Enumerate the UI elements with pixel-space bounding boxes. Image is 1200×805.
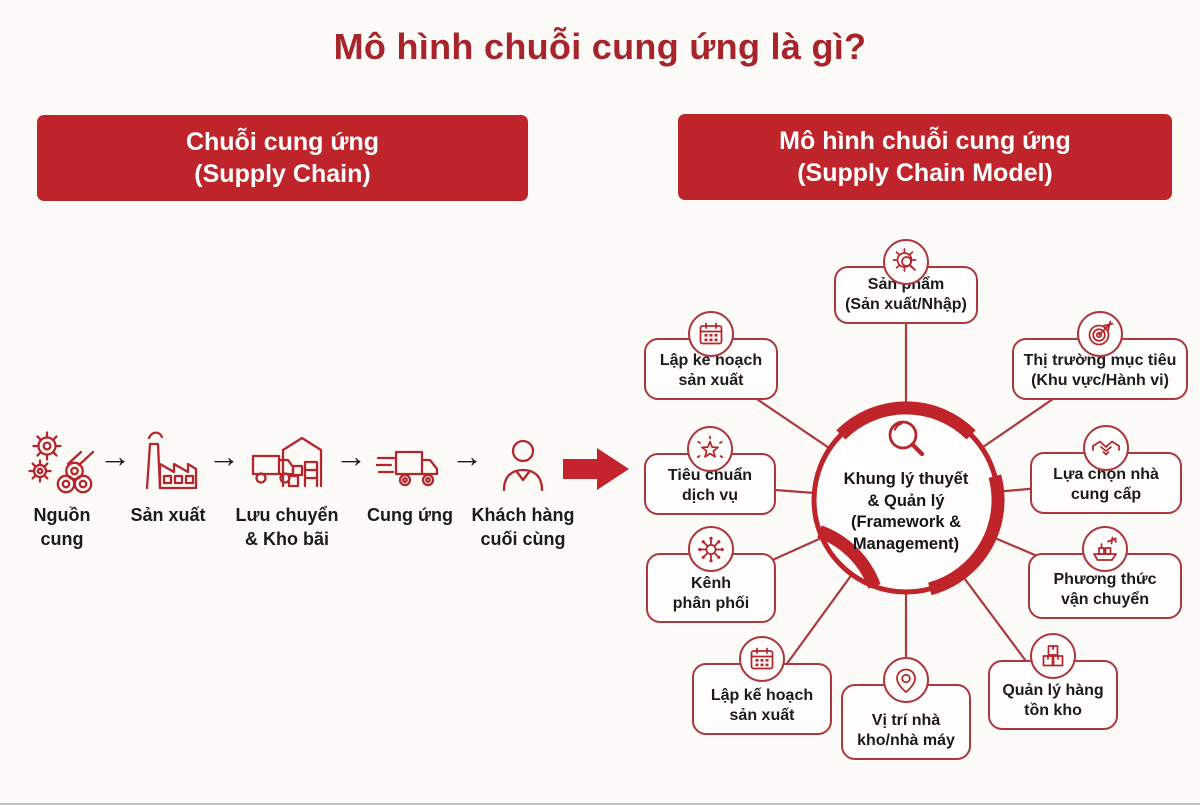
node-label: Phương thức vận chuyển <box>1053 571 1157 608</box>
flow-item-supply-source: Nguồn cung <box>0 414 124 551</box>
delivery-truck-icon <box>348 414 472 498</box>
warehouse-truck-icon <box>225 414 349 498</box>
flow-label: Sản xuất <box>130 505 206 525</box>
boxes-icon <box>1030 633 1076 679</box>
flow-item-distribution: Cung ứng <box>348 414 472 527</box>
node-distribution-channel: Kênh phân phối <box>646 526 776 623</box>
network-icon <box>688 526 734 572</box>
node-production-planning-top: Lập kế hoạch sản xuất <box>644 311 778 400</box>
node-supplier-selection: Lựa chọn nhà cung cấp <box>1030 425 1182 514</box>
node-product: Sản phẩm (Sản xuất/Nhập) <box>834 239 978 324</box>
node-label: Lập kế hoạch sản xuất <box>710 687 814 724</box>
flow-arrow-icon: → <box>335 438 367 474</box>
pin-icon <box>883 657 929 703</box>
flow-label: Lưu chuyển & Kho bãi <box>235 505 339 549</box>
banner-line: Mô hình chuỗi cung ứng <box>779 127 1071 155</box>
page-title: Mô hình chuỗi cung ứng là gì? <box>333 26 867 67</box>
hub-center-label: Khung lý thuyết & Quản lý (Framework & M… <box>843 470 969 553</box>
hub-center: Khung lý thuyết & Quản lý (Framework & M… <box>820 416 992 584</box>
node-transport-mode: Phương thức vận chuyển <box>1028 526 1182 619</box>
flow-item-manufacturing: Sản xuất <box>106 414 230 527</box>
flow-arrow-icon: → <box>99 438 131 474</box>
node-inventory-management: Quản lý hàng tồn kho <box>988 633 1118 730</box>
handshake-icon <box>1083 425 1129 471</box>
calendar-icon <box>739 636 785 682</box>
banner-supply-chain: Chuỗi cung ứng (Supply Chain) <box>37 115 528 201</box>
flow-item-logistics: Lưu chuyển & Kho bãi <box>225 414 349 551</box>
banner-line: Chuỗi cung ứng <box>185 128 380 156</box>
image-bottom-edge <box>0 803 1200 805</box>
materials-icon <box>0 414 124 498</box>
customer-icon <box>461 414 585 498</box>
magnifier-icon <box>883 416 929 467</box>
node-service-standards: Tiêu chuẩn dịch vụ <box>644 426 776 515</box>
star-icon <box>687 426 733 472</box>
ship-icon <box>1082 526 1128 572</box>
node-label: Quản lý hàng tồn kho <box>1002 682 1104 719</box>
banner-line: (Supply Chain Model) <box>797 159 1053 187</box>
node-facility-location: Vị trí nhà kho/nhà máy <box>841 657 971 760</box>
node-production-planning-bottom: Lập kế hoạch sản xuất <box>692 636 832 735</box>
node-target-market: Thị trường mục tiêu (Khu vực/Hành vi) <box>1012 311 1188 400</box>
target-icon <box>1077 311 1123 357</box>
flow-item-end-customer: Khách hàng cuối cùng <box>461 414 585 551</box>
factory-icon <box>106 414 230 498</box>
node-label: Vị trí nhà kho/nhà máy <box>857 712 955 749</box>
calendar-icon <box>688 311 734 357</box>
flow-arrow-icon: → <box>451 438 483 474</box>
banner-supply-chain-model: Mô hình chuỗi cung ứng (Supply Chain Mod… <box>678 114 1172 200</box>
flow-label: Cung ứng <box>366 505 453 525</box>
banner-line: (Supply Chain) <box>194 160 371 188</box>
node-label: Kênh phân phối <box>672 575 750 612</box>
gear-search-icon <box>883 239 929 285</box>
flow-label: Khách hàng cuối cùng <box>471 505 575 549</box>
flow-label: Nguồn cung <box>33 505 91 549</box>
flow-arrow-icon: → <box>208 438 240 474</box>
